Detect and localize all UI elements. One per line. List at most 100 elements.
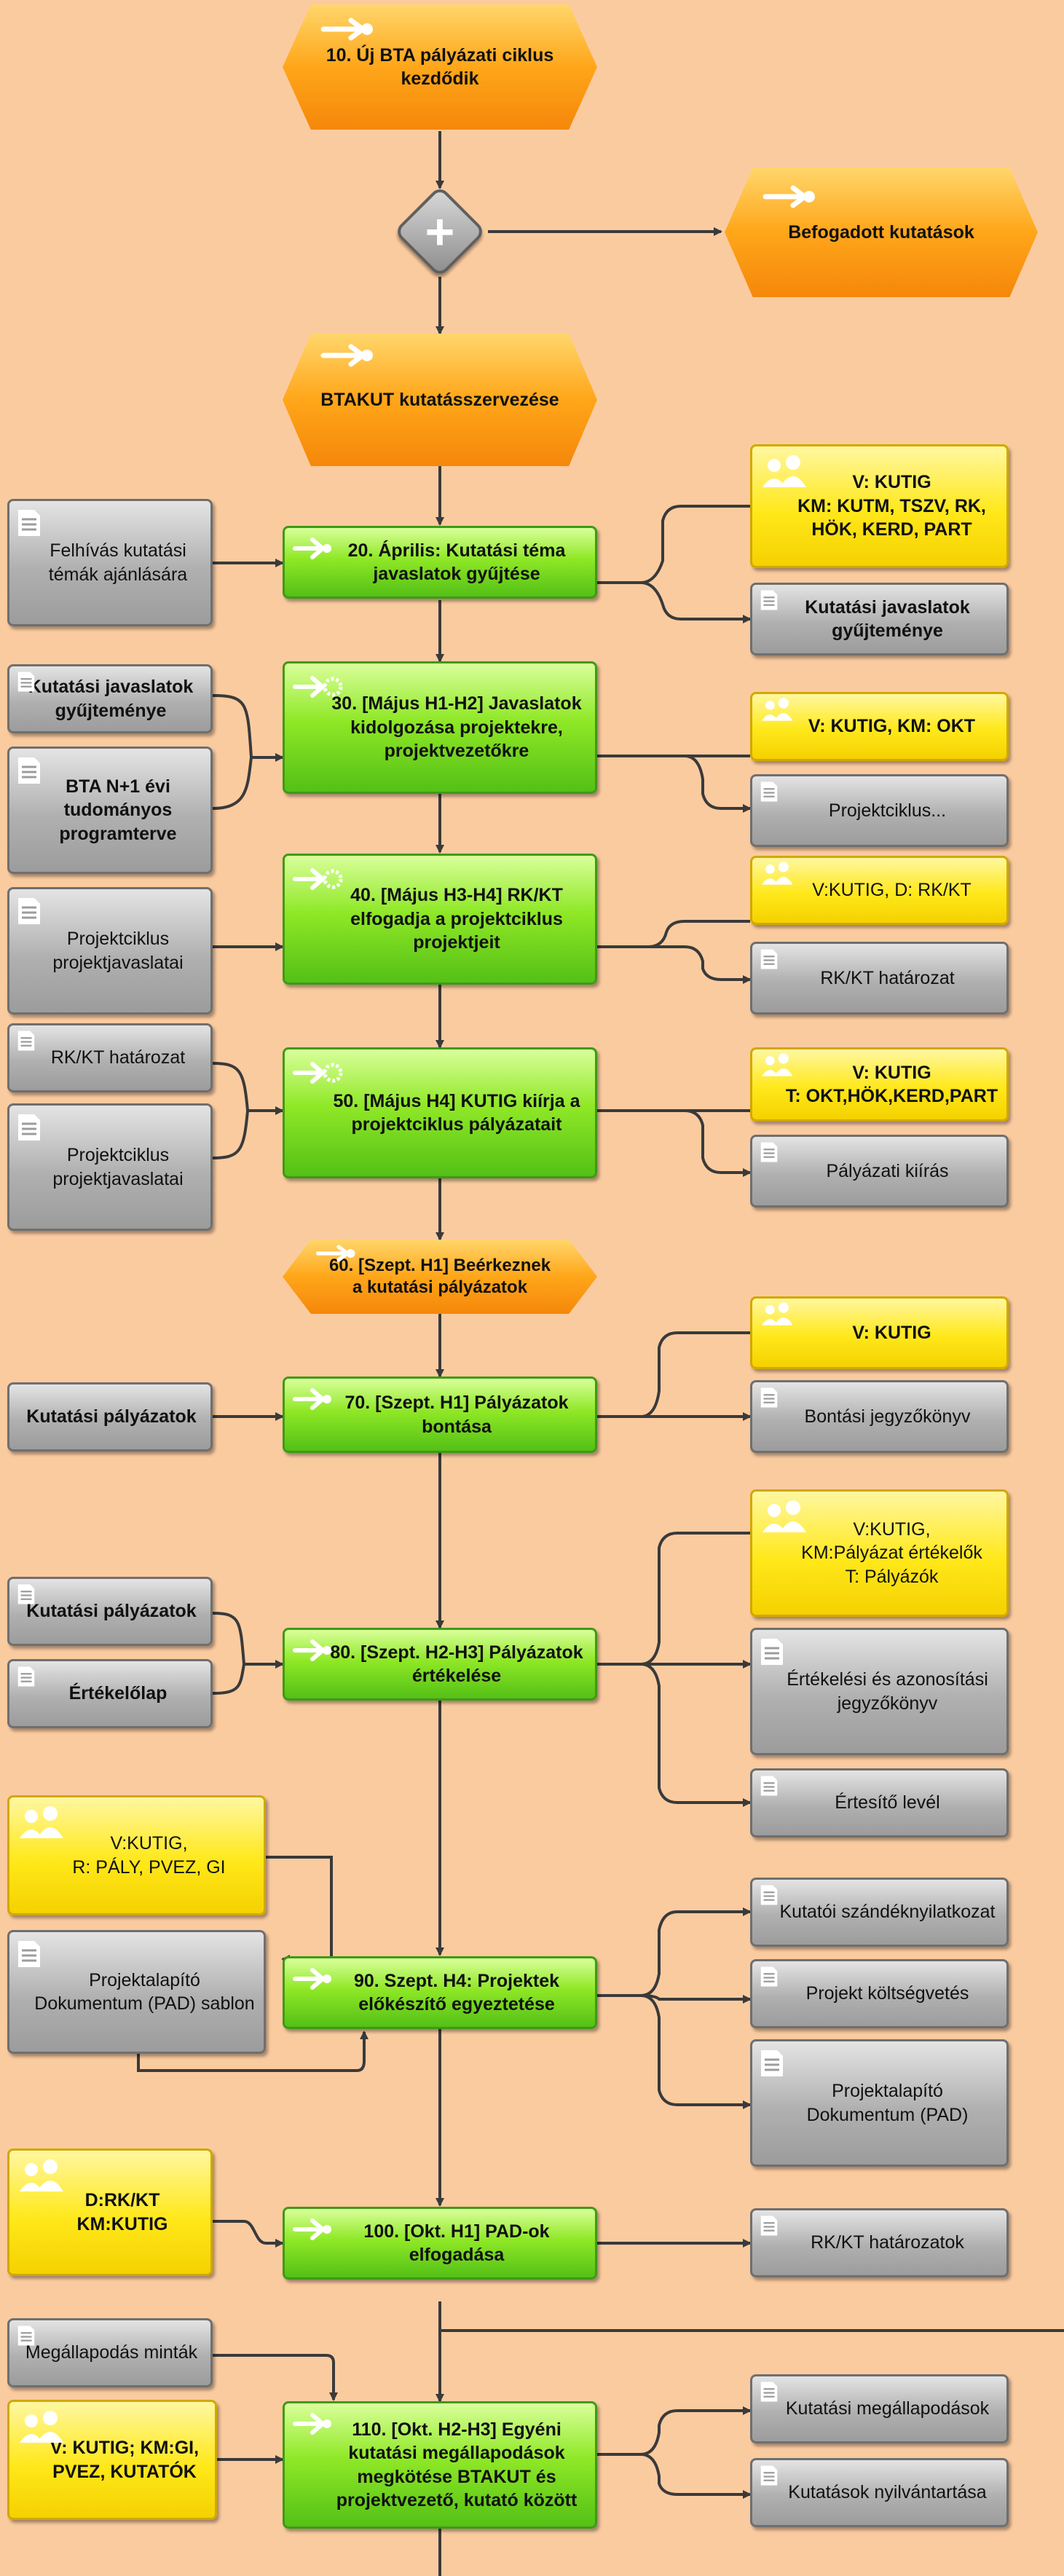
process-icon: [292, 863, 343, 902]
doc-notification-letter[interactable]: Értesítő levél: [750, 1768, 1009, 1838]
function-40-approve-projects[interactable]: 40. [Május H3-H4] RK/KT elfogadja a proj…: [283, 854, 597, 985]
document-icon: [760, 1966, 779, 1994]
doc-label: Projekt költségvetés: [805, 1983, 969, 2004]
arrow-icon: [315, 1242, 358, 1270]
doc-evaluation-sheet[interactable]: Értékelőlap: [7, 1659, 213, 1728]
doc-pad-out[interactable]: Projektalapító Dokumentum (PAD): [750, 2039, 1009, 2167]
role-f100[interactable]: D:RK/KT KM:KUTIG: [7, 2148, 213, 2276]
doc-rk-kt-resolution-in[interactable]: RK/KT határozat: [7, 1023, 213, 1092]
doc-call-for-applications[interactable]: Pályázati kiírás: [750, 1135, 1009, 1208]
doc-researcher-declaration[interactable]: Kutatói szándéknyilatkozat: [750, 1878, 1009, 1947]
role-label: V:KUTIG, KM:Pályázat értékelők T: Pályáz…: [801, 1519, 982, 1587]
role-f70[interactable]: V: KUTIG: [750, 1296, 1009, 1369]
process-icon: [292, 2411, 333, 2443]
function-30-elaborate-proposals[interactable]: 30. [Május H1-H2] Javaslatok kidolgozása…: [283, 661, 597, 794]
document-icon: [760, 948, 779, 977]
function-110-sign-agreements[interactable]: 110. [Okt. H2-H3] Egyéni kutatási megáll…: [283, 2401, 597, 2529]
doc-label: Kutatási javaslatok gyűjteménye: [805, 596, 970, 642]
role-label: V: KUTIG KM: KUTM, TSZV, RK, HÖK, KERD, …: [797, 472, 986, 540]
doc-bta-programme[interactable]: BTA N+1 évi tudományos programterve: [7, 747, 213, 874]
process-icon: [292, 1386, 333, 1419]
doc-label: Pályázati kiírás: [826, 1160, 949, 1181]
role-label: V: KUTIG, KM: OKT: [808, 716, 976, 737]
function-20-collect-topics[interactable]: 20. Április: Kutatási téma javaslatok gy…: [283, 526, 597, 599]
doc-call-for-topics[interactable]: Felhívás kutatási témák ajánlására: [7, 499, 213, 626]
document-icon: [760, 1637, 784, 1673]
role-f30[interactable]: V: KUTIG, KM: OKT: [750, 692, 1009, 761]
doc-label: Projektciklus projektjavaslatai: [52, 929, 184, 973]
document-icon: [17, 756, 42, 792]
doc-label: Felhívás kutatási témák ajánlására: [48, 540, 188, 585]
function-80-evaluate-applications[interactable]: 80. [Szept. H2-H3] Pályázatok értékelése: [283, 1628, 597, 1701]
doc-label: Kutatási megállapodások: [785, 2398, 990, 2419]
role-f40[interactable]: V:KUTIG, D: RK/KT: [750, 856, 1009, 925]
doc-proposal-collection-out[interactable]: Kutatási javaslatok gyűjteménye: [750, 583, 1009, 655]
doc-research-registry[interactable]: Kutatások nyilvántartása: [750, 2458, 1009, 2527]
doc-proposal-collection-in[interactable]: Kutatási javaslatok gyűjteménye: [7, 664, 213, 733]
function-label: 80. [Szept. H2-H3] Pályázatok értékelése: [330, 1642, 583, 1687]
event-label: 60. [Szept. H1] Beérkeznek a kutatási pá…: [328, 1256, 551, 1297]
function-label: 70. [Szept. H1] Pályázatok bontása: [344, 1393, 569, 1437]
doc-research-agreements[interactable]: Kutatási megállapodások: [750, 2374, 1009, 2443]
process-icon: [292, 2216, 333, 2249]
role-f90[interactable]: V:KUTIG, R: PÁLY, PVEZ, GI: [7, 1795, 266, 1915]
doc-label: BTA N+1 évi tudományos programterve: [59, 776, 177, 844]
people-icon: [760, 1499, 811, 1540]
doc-evaluation-minutes[interactable]: Értékelési és azonosítási jegyzőkönyv: [750, 1628, 1009, 1755]
event-label: 10. Új BTA pályázati ciklus kezdődik: [326, 44, 554, 90]
arrow-icon: [319, 341, 377, 377]
function-label: 30. [Május H1-H2] Javaslatok kidolgozása…: [331, 693, 582, 762]
role-label: V: KUTIG: [852, 1322, 931, 1343]
doc-opening-minutes[interactable]: Bontási jegyzőkönyv: [750, 1380, 1009, 1453]
function-70-open-applications[interactable]: 70. [Szept. H1] Pályázatok bontása: [283, 1376, 597, 1453]
document-icon: [17, 671, 36, 699]
event-accepted-research[interactable]: Befogadott kutatások: [725, 168, 1038, 297]
process-icon: [292, 671, 343, 709]
doc-rk-kt-resolutions[interactable]: RK/KT határozatok: [750, 2208, 1009, 2277]
doc-research-applications-in[interactable]: Kutatási pályázatok: [7, 1382, 213, 1452]
doc-project-proposals-in[interactable]: Projektciklus projektjavaslatai: [7, 887, 213, 1015]
doc-label: Kutatások nyilvántartása: [788, 2482, 987, 2503]
doc-label: Bontási jegyzőkönyv: [804, 1406, 971, 1427]
doc-project-proposals-in-2[interactable]: Projektciklus projektjavaslatai: [7, 1103, 213, 1231]
doc-research-applications-in-2[interactable]: Kutatási pályázatok: [7, 1577, 213, 1646]
doc-label: RK/KT határozat: [820, 967, 955, 988]
function-90-preparatory-meeting[interactable]: 90. Szept. H4: Projektek előkészítő egye…: [283, 1956, 597, 2029]
doc-label: Kutatói szándéknyilatkozat: [779, 1902, 996, 1923]
document-icon: [760, 2465, 779, 2493]
people-icon: [17, 2158, 68, 2199]
event-applications-arrive[interactable]: 60. [Szept. H1] Beérkeznek a kutatási pá…: [283, 1240, 597, 1314]
doc-project-budget[interactable]: Projekt költségvetés: [750, 1959, 1009, 2028]
people-icon: [760, 697, 796, 728]
doc-pad-template[interactable]: Projektalapító Dokumentum (PAD) sablon: [7, 1930, 266, 2054]
doc-label: Kutatási pályázatok: [26, 1406, 197, 1427]
document-icon: [17, 1583, 36, 1612]
doc-label: Kutatási pályázatok: [26, 1601, 197, 1622]
people-icon: [17, 1805, 68, 1846]
doc-agreement-templates[interactable]: Megállapodás minták: [7, 2318, 213, 2387]
document-icon: [760, 1141, 779, 1170]
function-100-approve-pads[interactable]: 100. [Okt. H1] PAD-ok elfogadása: [283, 2207, 597, 2280]
doc-rk-kt-resolution-out[interactable]: RK/KT határozat: [750, 942, 1009, 1015]
role-f20[interactable]: V: KUTIG KM: KUTM, TSZV, RK, HÖK, KERD, …: [750, 444, 1009, 568]
process-icon: [292, 1637, 333, 1670]
document-icon: [17, 1113, 42, 1149]
function-label: 110. [Okt. H2-H3] Egyéni kutatási megáll…: [336, 2419, 578, 2511]
role-label: V: KUTIG; KM:GI, PVEZ, KUTATÓK: [50, 2438, 200, 2482]
role-f80[interactable]: V:KUTIG, KM:Pályázat értékelők T: Pályáz…: [750, 1489, 1009, 1617]
function-50-announce-calls[interactable]: 50. [Május H4] KUTIG kiírja a projektcik…: [283, 1047, 597, 1178]
doc-project-cycle-out[interactable]: Projektciklus...: [750, 774, 1009, 847]
role-f110[interactable]: V: KUTIG; KM:GI, PVEZ, KUTATÓK: [7, 2400, 217, 2520]
doc-label: RK/KT határozatok: [811, 2232, 964, 2253]
document-icon: [760, 1775, 779, 1803]
role-f50[interactable]: V: KUTIG T: OKT,HÖK,KERD,PART: [750, 1047, 1009, 1122]
document-icon: [17, 1030, 36, 1058]
event-label: Befogadott kutatások: [788, 221, 974, 243]
document-icon: [760, 2381, 779, 2409]
doc-label: RK/KT határozat: [50, 1047, 186, 1068]
event-btakut[interactable]: BTAKUT kutatásszervezése: [283, 334, 597, 466]
process-icon: [292, 1057, 343, 1095]
doc-label: Értékelőlap: [68, 1683, 168, 1704]
event-new-cycle[interactable]: 10. Új BTA pályázati ciklus kezdődik: [283, 4, 597, 130]
